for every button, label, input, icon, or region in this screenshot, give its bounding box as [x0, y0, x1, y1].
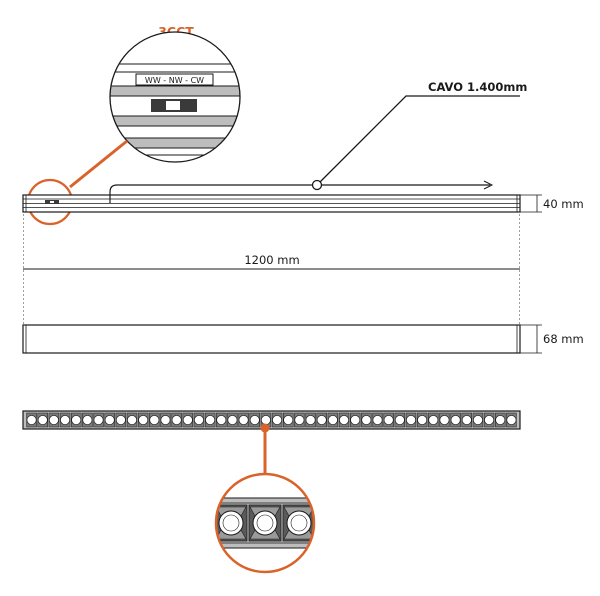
led-cell: [104, 412, 115, 428]
led-cell: [483, 412, 495, 428]
led-cell: [82, 412, 93, 428]
cct-leader-line: [69, 139, 128, 189]
length-dimension: 1200 mm: [23, 253, 520, 270]
led-cell: [271, 412, 283, 428]
led-cell: [204, 412, 216, 428]
led-cell: [26, 412, 37, 428]
led-strip: [22, 410, 521, 430]
cable: CAVO 1.400mm: [109, 80, 527, 203]
height-side-dimension: 40 mm: [520, 194, 584, 213]
led-cell: [506, 412, 517, 428]
led-cell: [472, 412, 484, 428]
led-cell: [283, 412, 294, 428]
led-cell: [361, 412, 372, 428]
led-cell: [137, 412, 149, 428]
cct-zoom-circle-icon: [109, 31, 241, 163]
led-zoom-cell: [216, 504, 248, 542]
front-view: [22, 324, 521, 354]
led-cell: [160, 412, 171, 428]
led-cell: [59, 412, 71, 428]
led-cell: [93, 412, 104, 428]
led-cell: [372, 412, 383, 428]
led-cell: [70, 412, 82, 428]
led-cell: [126, 412, 138, 428]
led-cell: [149, 412, 160, 428]
led-cell: [428, 412, 439, 428]
led-cell: [249, 412, 260, 428]
led-zoom-cell: [282, 504, 314, 542]
height-front-label: 68 mm: [543, 332, 584, 346]
led-cell: [450, 412, 461, 428]
led-cell: [294, 412, 305, 428]
led-cell: [37, 412, 48, 428]
led-zoom-circle-icon: [214, 472, 316, 574]
led-cell: [305, 412, 316, 428]
led-cell: [171, 412, 182, 428]
led-cell: [216, 412, 227, 428]
led-cell: [182, 412, 194, 428]
length-label: 1200 mm: [244, 253, 299, 267]
height-side-label: 40 mm: [543, 197, 584, 211]
cct-zoom-detail: 3CCT WW - NW - CW: [26, 24, 241, 226]
led-cell: [227, 412, 238, 428]
cable-label: CAVO 1.400mm: [428, 80, 527, 94]
led-zoom-cell: [248, 504, 282, 542]
led-cell: [48, 412, 60, 428]
side-profile: [22, 194, 521, 213]
led-zoom-detail: [214, 423, 316, 574]
led-cell: [115, 412, 127, 428]
led-cell: [327, 412, 339, 428]
cct-switch-label: WW - NW - CW: [145, 76, 204, 85]
cable-marker-icon: [311, 179, 323, 191]
led-cell: [394, 412, 406, 428]
led-cell: [495, 412, 506, 428]
height-front-dimension: 68 mm: [520, 324, 584, 354]
led-cell: [439, 412, 450, 428]
led-cell: [405, 412, 417, 428]
led-cell: [238, 412, 249, 428]
led-cell: [416, 412, 428, 428]
led-cell: [383, 412, 394, 428]
led-cell: [193, 412, 205, 428]
led-cell: [349, 412, 361, 428]
led-cell: [461, 412, 473, 428]
led-cell: [338, 412, 350, 428]
cable-leader-line: [319, 95, 520, 183]
led-cell: [316, 412, 327, 428]
extension-lines: [23, 214, 520, 353]
